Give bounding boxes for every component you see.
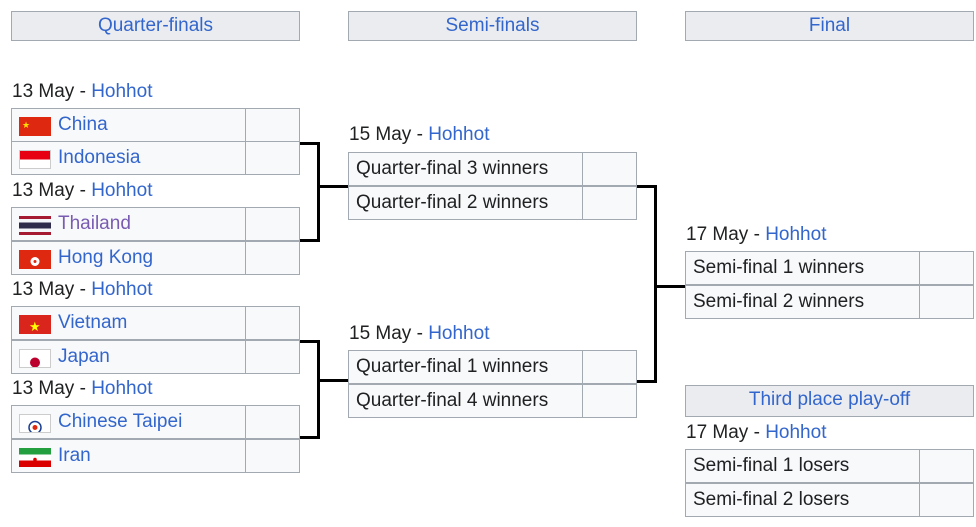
score-box — [245, 241, 300, 275]
connector-line — [300, 239, 320, 242]
team-name[interactable]: Thailand — [58, 213, 131, 234]
match-date-qf2: 13 May - Hohhot — [12, 178, 152, 204]
flag-vietnam-icon: ★ — [19, 315, 51, 334]
connector-line — [637, 185, 657, 188]
score-box — [245, 405, 300, 439]
date-separator: - — [411, 323, 429, 344]
date-text: 15 May — [349, 124, 412, 145]
flag-thailand-icon — [19, 216, 51, 235]
flag-chinese-taipei-icon — [19, 414, 51, 433]
venue-link[interactable]: Hohhot — [765, 224, 827, 245]
score-box — [919, 483, 974, 517]
connector-line — [317, 142, 320, 242]
score-box — [245, 207, 300, 241]
score-box — [245, 439, 300, 473]
team-name[interactable]: China — [58, 114, 108, 135]
connector-line — [317, 379, 348, 382]
date-text: 13 May — [12, 279, 75, 300]
connector-line — [317, 185, 348, 188]
date-text: 17 May — [686, 224, 749, 245]
team-chinese-taipei[interactable]: Chinese Taipei — [11, 405, 246, 439]
date-separator: - — [74, 378, 92, 399]
date-text: 15 May — [349, 323, 412, 344]
connector-line — [654, 285, 685, 288]
date-separator: - — [411, 124, 429, 145]
sf1-team2: Quarter-final 2 winners — [348, 186, 583, 220]
match-date-sf1: 15 May - Hohhot — [349, 122, 489, 148]
connector-line — [637, 380, 657, 383]
score-box — [582, 186, 637, 220]
team-hong-kong[interactable]: Hong Kong — [11, 241, 246, 275]
score-box — [582, 384, 637, 418]
date-separator: - — [748, 422, 766, 443]
date-text: 13 May — [12, 180, 75, 201]
team-name[interactable]: Hong Kong — [58, 247, 154, 268]
team-name[interactable]: Indonesia — [58, 147, 141, 168]
flag-indonesia-icon — [19, 150, 51, 169]
venue-link[interactable]: Hohhot — [91, 279, 153, 300]
score-box — [245, 340, 300, 374]
final-team2: Semi-final 2 winners — [685, 285, 920, 319]
date-separator: - — [74, 180, 92, 201]
svg-text:★: ★ — [29, 319, 41, 334]
flag-iran-icon — [19, 448, 51, 467]
score-box — [919, 285, 974, 319]
score-box — [582, 152, 637, 186]
date-separator: - — [748, 224, 766, 245]
third-team1: Semi-final 1 losers — [685, 449, 920, 483]
date-text: 17 May — [686, 422, 749, 443]
match-date-final: 17 May - Hohhot — [686, 222, 826, 248]
match-date-qf4: 13 May - Hohhot — [12, 376, 152, 402]
score-box — [919, 251, 974, 285]
round-header-semi-finals[interactable]: Semi-finals — [348, 11, 637, 41]
sf1-team1: Quarter-final 3 winners — [348, 152, 583, 186]
date-separator: - — [74, 279, 92, 300]
round-header-quarter-finals[interactable]: Quarter-finals — [11, 11, 300, 41]
team-name[interactable]: Chinese Taipei — [58, 411, 183, 432]
team-indonesia[interactable]: Indonesia — [11, 141, 246, 175]
round-header-final[interactable]: Final — [685, 11, 974, 41]
final-team1: Semi-final 1 winners — [685, 251, 920, 285]
team-name[interactable]: Iran — [58, 445, 91, 466]
sf2-team1: Quarter-final 1 winners — [348, 350, 583, 384]
team-vietnam[interactable]: ★ Vietnam — [11, 306, 246, 340]
connector-line — [300, 142, 320, 145]
score-box — [245, 141, 300, 175]
score-box — [582, 350, 637, 384]
match-date-sf2: 15 May - Hohhot — [349, 321, 489, 347]
team-thailand[interactable]: Thailand — [11, 207, 246, 241]
date-text: 13 May — [12, 378, 75, 399]
venue-link[interactable]: Hohhot — [428, 323, 490, 344]
third-team2: Semi-final 2 losers — [685, 483, 920, 517]
score-box — [245, 108, 300, 142]
team-name[interactable]: Japan — [58, 346, 110, 367]
connector-line — [654, 185, 657, 383]
connector-line — [300, 340, 320, 343]
round-header-third-place[interactable]: Third place play-off — [685, 385, 974, 417]
venue-link[interactable]: Hohhot — [91, 378, 153, 399]
team-name[interactable]: Vietnam — [58, 312, 128, 333]
sf2-team2: Quarter-final 4 winners — [348, 384, 583, 418]
team-china[interactable]: ★ China — [11, 108, 246, 142]
venue-link[interactable]: Hohhot — [91, 81, 153, 102]
score-box — [245, 306, 300, 340]
flag-hong-kong-icon — [19, 250, 51, 269]
flag-japan-icon — [19, 349, 51, 368]
venue-link[interactable]: Hohhot — [765, 422, 827, 443]
date-separator: - — [74, 81, 92, 102]
match-date-qf3: 13 May - Hohhot — [12, 277, 152, 303]
connector-line — [300, 436, 320, 439]
team-iran[interactable]: Iran — [11, 439, 246, 473]
flag-china-icon: ★ — [19, 117, 51, 136]
match-date-qf1: 13 May - Hohhot — [12, 79, 152, 105]
venue-link[interactable]: Hohhot — [91, 180, 153, 201]
svg-text:★: ★ — [22, 120, 30, 130]
venue-link[interactable]: Hohhot — [428, 124, 490, 145]
score-box — [919, 449, 974, 483]
match-date-third: 17 May - Hohhot — [686, 420, 826, 446]
date-text: 13 May — [12, 81, 75, 102]
team-japan[interactable]: Japan — [11, 340, 246, 374]
connector-line — [317, 340, 320, 439]
